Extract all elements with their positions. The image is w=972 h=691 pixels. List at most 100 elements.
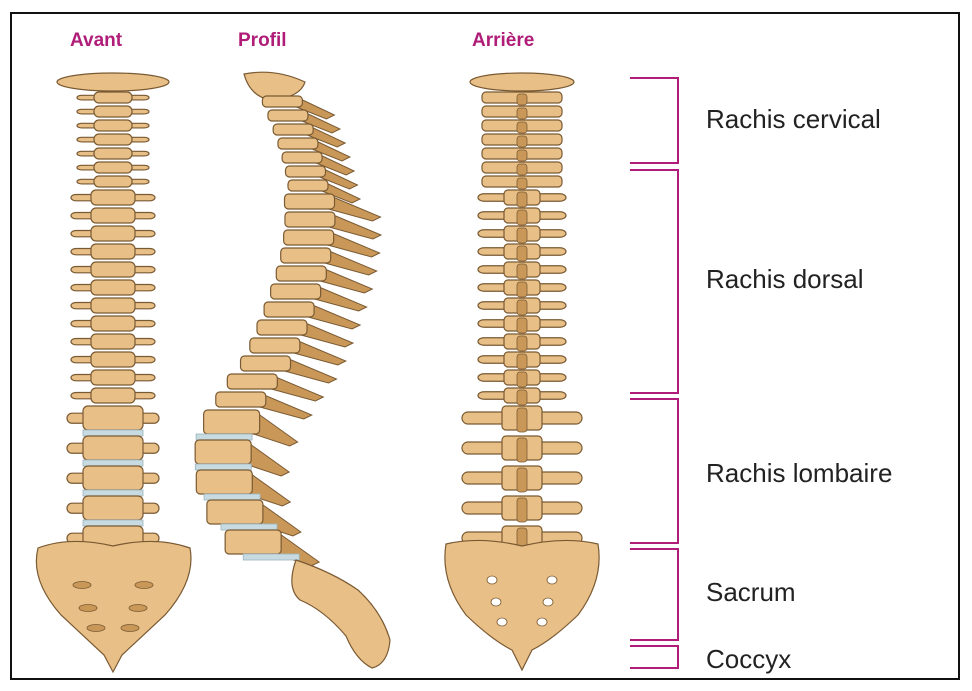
atlas-bone [470,73,574,91]
lumbar-vertebra [225,530,281,554]
cervical-vertebra-spinous-process [517,150,527,161]
dorsal-vertebra [241,356,291,371]
dorsal-vertebra [284,230,334,245]
cervical-vertebra [268,110,308,121]
sacral-foramen [121,625,139,632]
lumbar-vertebra-spinous-process [517,438,527,462]
cervical-vertebra [94,120,132,131]
sacrum-bone [36,541,191,672]
atlas-bone [57,73,169,91]
sacral-foramen [543,598,553,606]
cervical-vertebra [278,138,318,149]
intervertebral-disc [195,464,251,470]
cervical-vertebra [288,180,328,191]
cervical-vertebra-spinous-process [517,122,527,133]
bracket-sacrum [630,549,678,640]
intervertebral-disc [83,430,143,436]
lumbar-vertebra [83,436,143,460]
dorsal-vertebra [250,338,300,353]
dorsal-vertebra-spinous-process [517,390,527,405]
sacrum-bone [445,540,599,670]
dorsal-vertebra-spinous-process [517,192,527,207]
lumbar-vertebra [195,440,251,464]
spine-back-view [445,73,599,670]
sacrum-coccyx-profile [292,560,390,668]
sacral-foramen [491,598,501,606]
cervical-vertebra [94,92,132,103]
sacral-foramen [73,582,91,589]
dorsal-vertebra-spinous-process [517,354,527,369]
cervical-vertebra [282,152,322,163]
bracket-coccyx [630,646,678,668]
dorsal-vertebra-spinous-process [517,372,527,387]
dorsal-vertebra [91,262,135,277]
dorsal-vertebra [281,248,331,263]
cervical-vertebra-spinous-process [517,136,527,147]
cervical-vertebra-spinous-process [517,94,527,105]
region-label-lumbar: Rachis lombaire [706,458,892,489]
intervertebral-disc [204,494,260,500]
lumbar-vertebra [196,470,252,494]
dorsal-vertebra [276,266,326,281]
cervical-vertebra [94,106,132,117]
sacral-foramen [547,576,557,584]
sacral-foramen [497,618,507,626]
dorsal-vertebra [257,320,307,335]
lumbar-vertebra [83,496,143,520]
dorsal-vertebra [91,208,135,223]
sacral-foramen [537,618,547,626]
dorsal-vertebra [285,194,335,209]
cervical-vertebra [94,176,132,187]
dorsal-vertebra [91,244,135,259]
lumbar-vertebra [83,466,143,490]
dorsal-vertebra [285,212,335,227]
sacral-foramen [129,605,147,612]
intervertebral-disc [243,554,299,560]
spine-side-view [195,72,390,668]
dorsal-vertebra [264,302,314,317]
dorsal-vertebra-spinous-process [517,282,527,297]
lumbar-vertebra [207,500,263,524]
cervical-vertebra-spinous-process [517,178,527,189]
intervertebral-disc [221,524,277,530]
dorsal-vertebra-spinous-process [517,228,527,243]
dorsal-vertebra [227,374,277,389]
dorsal-vertebra [216,392,266,407]
dorsal-vertebra-spinous-process [517,246,527,261]
dorsal-vertebra [91,190,135,205]
sacral-foramen [87,625,105,632]
dorsal-vertebra [91,334,135,349]
cervical-vertebra [262,96,302,107]
region-brackets [630,78,678,668]
cervical-vertebra-spinous-process [517,108,527,119]
cervical-vertebra [94,148,132,159]
intervertebral-disc [83,460,143,466]
region-label-cervical: Rachis cervical [706,104,881,135]
dorsal-vertebra [91,298,135,313]
bracket-cervical [630,78,678,163]
bracket-dorsal [630,170,678,393]
sacral-foramen [79,605,97,612]
dorsal-vertebra-spinous-process [517,210,527,225]
dorsal-vertebra [91,388,135,403]
dorsal-vertebra [91,352,135,367]
dorsal-vertebra [271,284,321,299]
lumbar-vertebra-spinous-process [517,498,527,522]
lumbar-vertebra-spinous-process [517,408,527,432]
region-label-coccyx: Coccyx [706,644,791,675]
dorsal-vertebra [91,316,135,331]
dorsal-vertebra-spinous-process [517,318,527,333]
spine-front-view [36,73,191,672]
lumbar-vertebra [204,410,260,434]
cervical-vertebra [94,162,132,173]
sacral-foramen [135,582,153,589]
cervical-vertebra [94,134,132,145]
intervertebral-disc [83,520,143,526]
cervical-vertebra-spinous-process [517,164,527,175]
dorsal-vertebra [91,226,135,241]
sacral-foramen [487,576,497,584]
intervertebral-disc [196,434,252,440]
bracket-lumbar [630,399,678,543]
lumbar-vertebra [83,406,143,430]
cervical-vertebra [273,124,313,135]
